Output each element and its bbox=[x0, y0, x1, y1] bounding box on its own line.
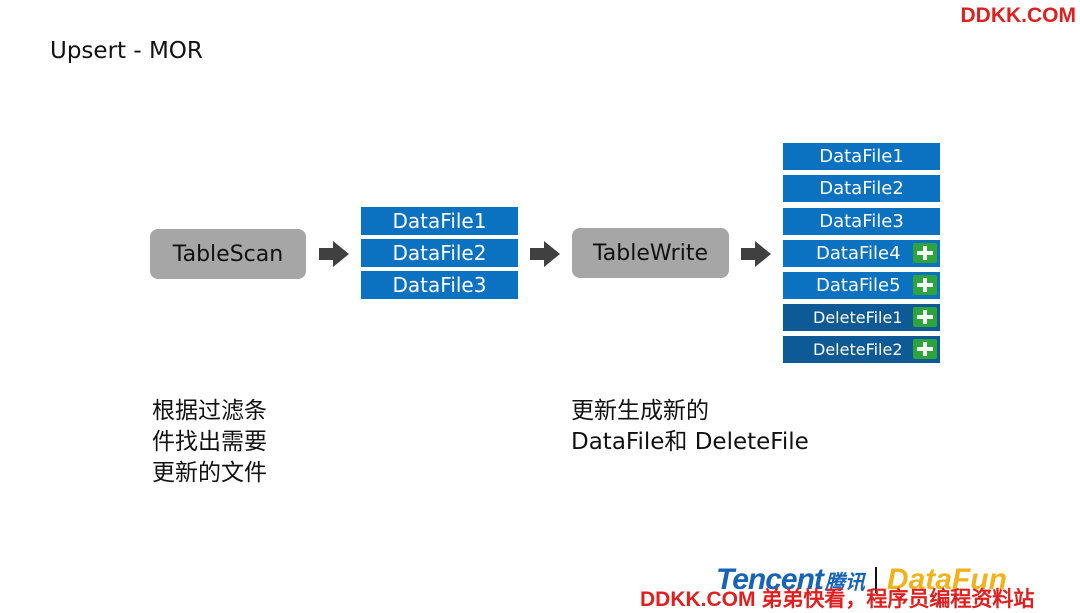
output-datafile-5: DataFile5 bbox=[783, 272, 940, 299]
output-datafile-1-label: DataFile1 bbox=[819, 146, 904, 167]
input-datafile-3-label: DataFile3 bbox=[392, 273, 487, 297]
slide-title: Upsert - MOR bbox=[50, 38, 203, 64]
bottom-logos: Tencent 腾讯 DataFun bbox=[716, 560, 1007, 600]
plus-icon bbox=[913, 243, 937, 263]
right-arrow-icon bbox=[530, 241, 560, 267]
caption-right-line-1: 更新生成新的 bbox=[571, 398, 709, 424]
tablewrite-node: TableWrite bbox=[572, 228, 729, 278]
right-arrow-icon bbox=[741, 241, 771, 267]
tencent-logo: Tencent bbox=[716, 563, 824, 596]
input-datafile-1-label: DataFile1 bbox=[392, 209, 487, 233]
input-datafile-1: DataFile1 bbox=[361, 207, 518, 235]
plus-icon bbox=[913, 339, 937, 359]
tencent-cn-logo: 腾讯 bbox=[824, 569, 865, 594]
input-datafile-2: DataFile2 bbox=[361, 239, 518, 267]
watermark-top: DDKK.COM bbox=[960, 4, 1077, 27]
tablescan-label: TableScan bbox=[172, 241, 284, 267]
plus-icon bbox=[913, 307, 937, 327]
output-datafile-5-label: DataFile5 bbox=[816, 275, 901, 296]
input-datafile-2-label: DataFile2 bbox=[392, 241, 487, 265]
output-datafile-2: DataFile2 bbox=[783, 175, 940, 202]
caption-left-line-2: 件找出需要 bbox=[152, 429, 267, 455]
right-arrow-icon bbox=[319, 241, 349, 267]
logo-separator bbox=[874, 567, 877, 593]
datafun-logo: DataFun bbox=[886, 563, 1007, 596]
output-deletefile-1: DeleteFile1 bbox=[783, 304, 940, 331]
output-deletefile-2-label: DeleteFile2 bbox=[813, 340, 903, 359]
tablewrite-label: TableWrite bbox=[593, 240, 708, 266]
output-datafile-4-label: DataFile4 bbox=[816, 243, 901, 264]
output-datafile-2-label: DataFile2 bbox=[819, 178, 904, 199]
caption-left: 根据过滤条 件找出需要 更新的文件 bbox=[152, 396, 267, 489]
output-deletefile-2: DeleteFile2 bbox=[783, 336, 940, 363]
output-deletefile-1-label: DeleteFile1 bbox=[813, 308, 903, 327]
watermark-bottom: DDKK.COM 弟弟快看，程序员编程资料站 bbox=[640, 588, 1035, 611]
plus-icon bbox=[913, 275, 937, 295]
caption-left-line-1: 根据过滤条 bbox=[152, 398, 267, 424]
output-datafile-3: DataFile3 bbox=[783, 208, 940, 235]
output-datafile-1: DataFile1 bbox=[783, 143, 940, 170]
output-datafile-3-label: DataFile3 bbox=[819, 211, 904, 232]
caption-left-line-3: 更新的文件 bbox=[152, 460, 267, 486]
input-datafile-3: DataFile3 bbox=[361, 271, 518, 299]
tablescan-node: TableScan bbox=[150, 229, 306, 279]
caption-right-line-2: DataFile和 DeleteFile bbox=[571, 429, 809, 455]
caption-right: 更新生成新的 DataFile和 DeleteFile bbox=[571, 396, 809, 458]
output-datafile-4: DataFile4 bbox=[783, 240, 940, 267]
